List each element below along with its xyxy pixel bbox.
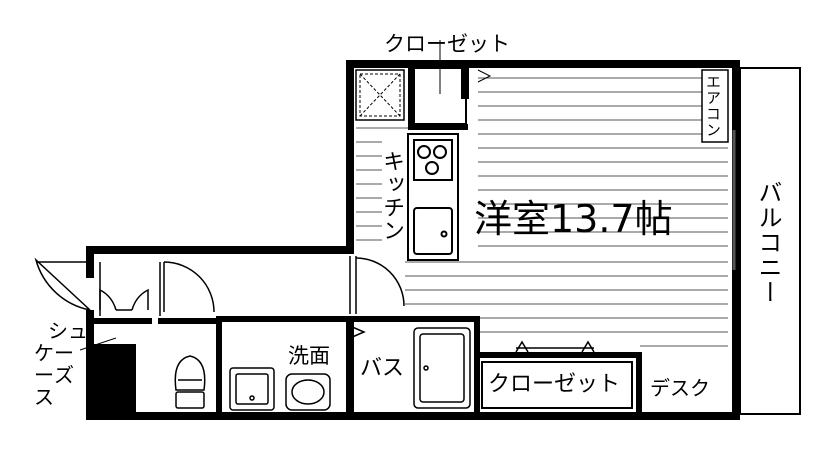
- storage-box: [355, 69, 405, 121]
- closet-top-box: [413, 40, 492, 125]
- balcony-label: バルコニー: [754, 180, 782, 305]
- balcony: [732, 67, 801, 415]
- shoe-case-line-2: ケ ー: [34, 342, 74, 364]
- shoe-case-sub-2: ー: [34, 363, 54, 387]
- shoe-case-label: シュ ケ ー ー ズ ス: [34, 320, 88, 408]
- bath-label: バス: [360, 356, 405, 381]
- wash-label: 洗面: [288, 344, 330, 368]
- shoe-case-leader: [79, 337, 117, 351]
- closet-top-label: クローゼット: [384, 32, 510, 56]
- kitchen-label: キッチン: [379, 150, 404, 242]
- toilet: [174, 355, 206, 409]
- shoe-case-main-3: ズ: [54, 363, 74, 387]
- aircon-unit: [701, 69, 729, 143]
- shoe-case-line-3: ー ズ: [34, 364, 74, 386]
- hall-door: [99, 261, 215, 316]
- shoe-case-main-2: ー: [54, 341, 74, 365]
- aircon-label: エアコン: [704, 74, 722, 138]
- closet-bottom-box: [481, 361, 633, 409]
- desk-label: デスク: [650, 376, 710, 400]
- western-room-label: 洋室13.7帖: [474, 197, 673, 241]
- wash-area: [229, 317, 366, 411]
- entry-door: [34, 257, 91, 311]
- kitchen-counter: [407, 133, 459, 261]
- closet-bottom-label: クローゼット: [488, 372, 621, 397]
- kitchen-floor-pattern: [356, 127, 408, 241]
- shoe-case-line-1: シュ: [48, 319, 88, 343]
- shoe-case-line-4: ス: [34, 385, 54, 409]
- flooring-pattern: [405, 77, 728, 347]
- closet-bottom-doors: [515, 340, 595, 353]
- shoe-case-doors: [99, 288, 149, 311]
- room-door: [349, 256, 405, 314]
- bathtub: [413, 327, 471, 409]
- shoe-case-sub-1: ケ: [34, 341, 54, 365]
